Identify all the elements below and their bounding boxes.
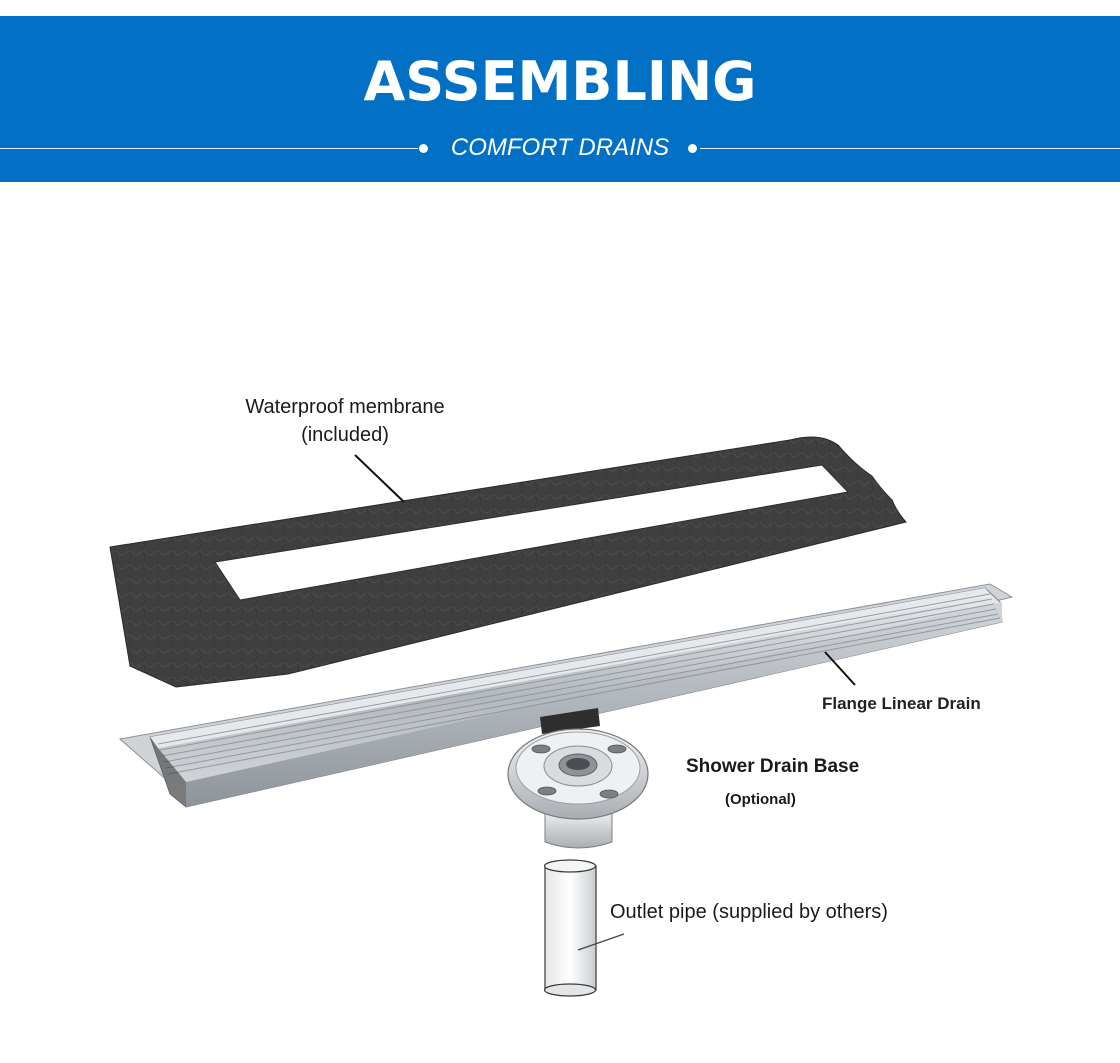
flange-linear-drain	[118, 583, 1014, 808]
divider-dot-right	[688, 144, 697, 153]
flange-drain-label: Flange Linear Drain	[822, 694, 981, 713]
assembly-illustration	[109, 436, 1014, 997]
page-subtitle: COMFORT DRAINS	[450, 134, 670, 161]
shower-drain-base	[507, 728, 649, 849]
divider-dot-left	[419, 144, 428, 153]
page-title: ASSEMBLING	[363, 50, 757, 113]
drain-base-label: Shower Drain Base	[686, 756, 860, 777]
divider-line-right	[700, 148, 1120, 149]
membrane-label-line1: Waterproof membrane	[245, 396, 445, 418]
flange-leader-line	[824, 651, 856, 686]
membrane-leader-line	[354, 454, 405, 503]
outlet-pipe	[543, 859, 597, 997]
membrane-label-line2: (included)	[301, 424, 389, 446]
drain-base-note: (Optional)	[725, 791, 796, 808]
pipe-leader-line	[577, 933, 625, 951]
membrane-label: Waterproof membrane (included)	[210, 393, 480, 449]
divider-line-left	[0, 148, 418, 149]
assembly-diagram: Waterproof membrane (included) Flange Li…	[0, 182, 1120, 1063]
top-strip	[0, 0, 1120, 16]
waterproof-membrane	[109, 436, 907, 688]
header-banner: ASSEMBLING COMFORT DRAINS	[0, 16, 1120, 182]
outlet-pipe-label: Outlet pipe (supplied by others)	[610, 901, 888, 923]
